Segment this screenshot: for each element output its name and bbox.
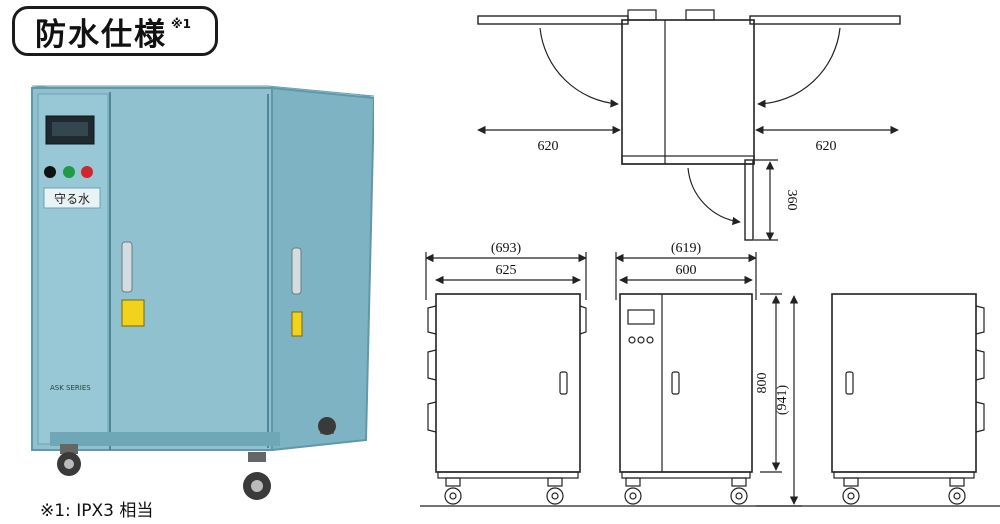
panel-sign (43, 187, 101, 209)
door-handle (121, 241, 133, 293)
side-handle (291, 247, 302, 295)
title-text: 防水仕様 (35, 16, 167, 53)
dimension-drawing: 620 620 360 (693) 625 (61 (420, 9, 1000, 507)
green-button (63, 166, 75, 178)
dim-front-overall: (619) (671, 241, 702, 256)
product-photo: 守る水 ASK SERIES (31, 85, 374, 500)
brand-text: ASK SERIES (50, 384, 91, 392)
front-view: (619) 600 800 (941) (615, 241, 802, 507)
cabinet-side (271, 86, 374, 452)
dim-body-height: 800 (755, 373, 770, 394)
caster-front-right (243, 452, 271, 500)
top-view: 620 620 360 (477, 9, 901, 241)
title-box: 防水仕様 ※1 (12, 6, 218, 56)
dim-bottom-door: 360 (784, 190, 799, 211)
red-button (81, 166, 93, 178)
caster-rear-right (318, 417, 336, 435)
dim-right-door: 620 (816, 139, 837, 154)
footnote: ※1: IPX3 相当 (40, 501, 154, 521)
control-panel (37, 93, 109, 445)
dim-side-body: 625 (496, 263, 517, 278)
panel-sign-text: 守る水 (54, 192, 90, 206)
side-view-left: (693) 625 (425, 241, 587, 505)
black-button (44, 166, 56, 178)
cabinet-base (50, 432, 280, 446)
dim-side-overall: (693) (491, 241, 522, 256)
dim-front-body: 600 (676, 263, 697, 278)
caster-front-left (57, 444, 81, 476)
dim-left-door: 620 (538, 139, 559, 154)
warning-sticker (121, 299, 145, 327)
dim-overall-height: (941) (775, 385, 790, 416)
side-view-right (831, 293, 985, 505)
title-superscript: ※1 (171, 17, 192, 31)
